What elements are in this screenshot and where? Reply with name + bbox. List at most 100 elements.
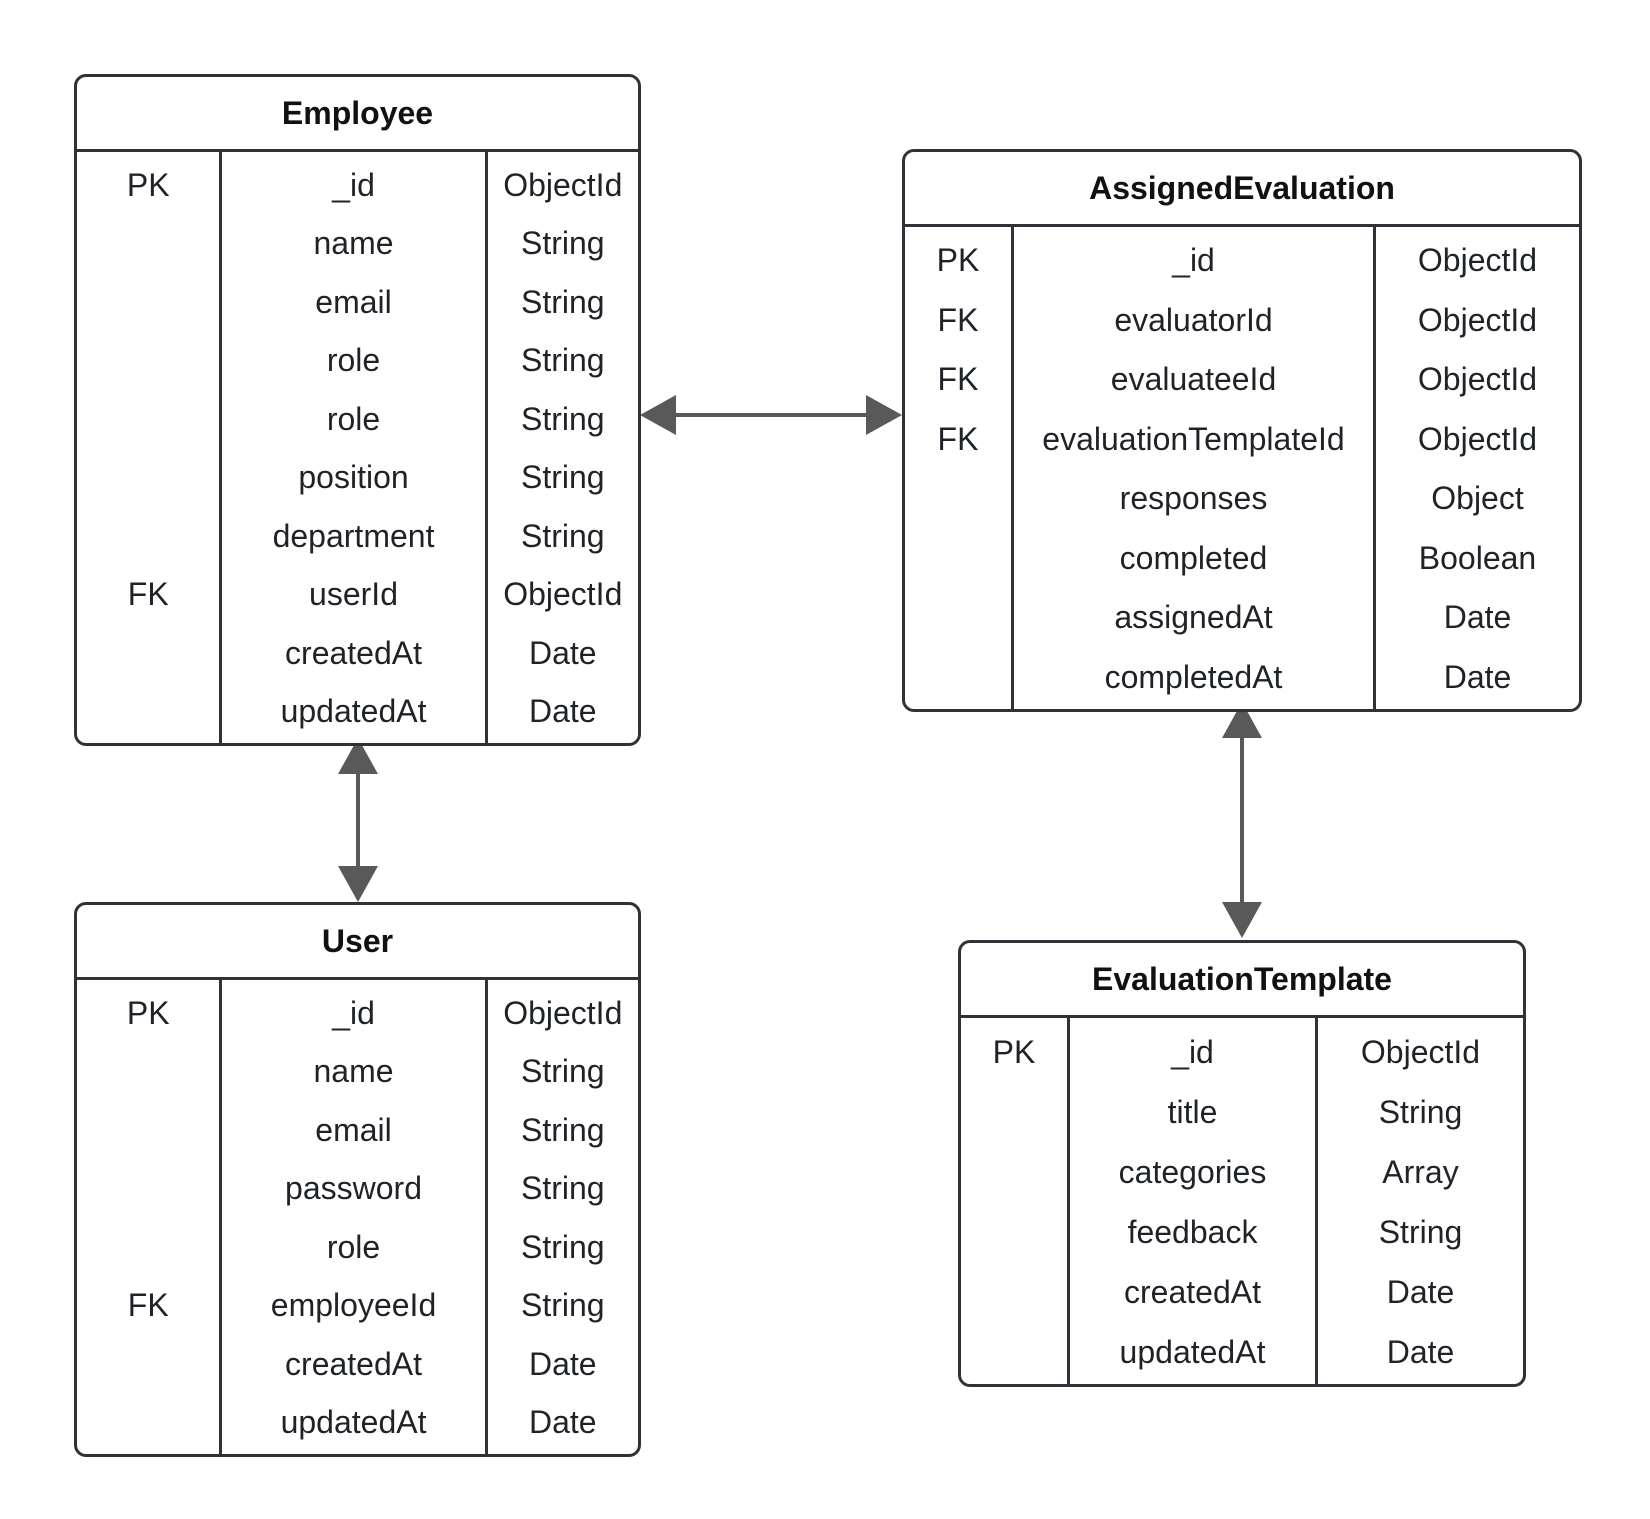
field-name: updatedAt (1119, 1333, 1266, 1370)
field-type: String (520, 1287, 605, 1324)
field-type: ObjectId (1417, 242, 1538, 279)
field-name: categories (1118, 1153, 1267, 1190)
entity-title: User (77, 905, 638, 980)
field-name: role (326, 342, 381, 379)
field-type: Date (528, 1345, 597, 1382)
key-cell: PK (992, 1033, 1036, 1070)
field-type: ObjectId (503, 576, 623, 613)
field-name: createdAt (285, 634, 422, 671)
field-name: evaluatorId (1114, 301, 1273, 338)
field-type: String (520, 517, 605, 554)
field-type: Date (1386, 1273, 1455, 1310)
key-cell (77, 1160, 219, 1219)
key-cell (961, 1262, 1067, 1322)
field-type: ObjectId (503, 994, 623, 1031)
key-cell: FK (937, 361, 979, 398)
key-cell (77, 215, 219, 274)
field-name: email (315, 283, 392, 320)
key-cell: PK (126, 166, 170, 203)
arrowhead-down (1222, 902, 1262, 938)
field-name: userId (309, 576, 398, 613)
field-name: _id (1171, 1033, 1214, 1070)
field-name: _id (332, 166, 375, 203)
field-type: Date (1443, 599, 1512, 636)
key-column: PK FK (77, 152, 223, 743)
field-type: Date (528, 1404, 597, 1441)
key-cell: FK (127, 576, 169, 613)
field-name: completed (1119, 539, 1268, 576)
field-name: position (298, 459, 409, 496)
field-name: name (313, 1053, 394, 1090)
field-name: createdAt (1124, 1273, 1261, 1310)
field-type: String (520, 1111, 605, 1148)
field-name: responses (1119, 480, 1268, 517)
field-name: assignedAt (1114, 599, 1273, 636)
entity-title: EvaluationTemplate (961, 943, 1523, 1018)
arrowhead-down (338, 866, 378, 902)
key-cell (961, 1202, 1067, 1262)
key-column: PK FK (77, 980, 223, 1454)
key-cell (961, 1142, 1067, 1202)
field-name: feedback (1127, 1213, 1258, 1250)
field-name: password (285, 1170, 422, 1207)
key-cell (77, 1218, 219, 1277)
key-cell: FK (937, 420, 979, 457)
field-type: String (520, 225, 605, 262)
key-cell: PK (126, 994, 170, 1031)
field-name: createdAt (285, 1345, 422, 1382)
field-type: String (520, 1053, 605, 1090)
field-type: Array (1382, 1153, 1459, 1190)
field-type: String (520, 459, 605, 496)
field-type: ObjectId (1417, 301, 1538, 338)
field-type: String (520, 400, 605, 437)
key-cell (961, 1322, 1067, 1382)
field-type: Date (528, 693, 597, 730)
field-name: evaluationTemplateId (1042, 420, 1345, 457)
key-cell (77, 683, 219, 742)
key-cell (77, 507, 219, 566)
field-type: String (520, 283, 605, 320)
key-cell (77, 449, 219, 508)
field-type: Date (528, 634, 597, 671)
field-name: department (272, 517, 435, 554)
key-cell (77, 332, 219, 391)
field-type: Date (1386, 1333, 1455, 1370)
field-name: title (1167, 1093, 1218, 1130)
field-name: employeeId (270, 1287, 437, 1324)
field-name: name (313, 225, 394, 262)
key-cell (905, 588, 1011, 648)
field-name: role (326, 400, 381, 437)
entity-title: AssignedEvaluation (905, 152, 1579, 227)
key-cell (77, 273, 219, 332)
field-name: updatedAt (280, 693, 427, 730)
field-name: updatedAt (280, 1404, 427, 1441)
field-type: String (520, 342, 605, 379)
field-type: String (1378, 1093, 1463, 1130)
key-cell: PK (936, 242, 980, 279)
key-cell (77, 390, 219, 449)
key-cell (905, 469, 1011, 529)
key-cell (77, 1101, 219, 1160)
key-cell (77, 1043, 219, 1102)
key-cell: FK (127, 1287, 169, 1324)
arrowhead-left (640, 395, 676, 435)
arrowhead-right (866, 395, 902, 435)
field-type: ObjectId (1417, 361, 1538, 398)
key-cell (905, 648, 1011, 708)
relationship-employee-user (338, 738, 378, 902)
field-type: Boolean (1418, 539, 1537, 576)
